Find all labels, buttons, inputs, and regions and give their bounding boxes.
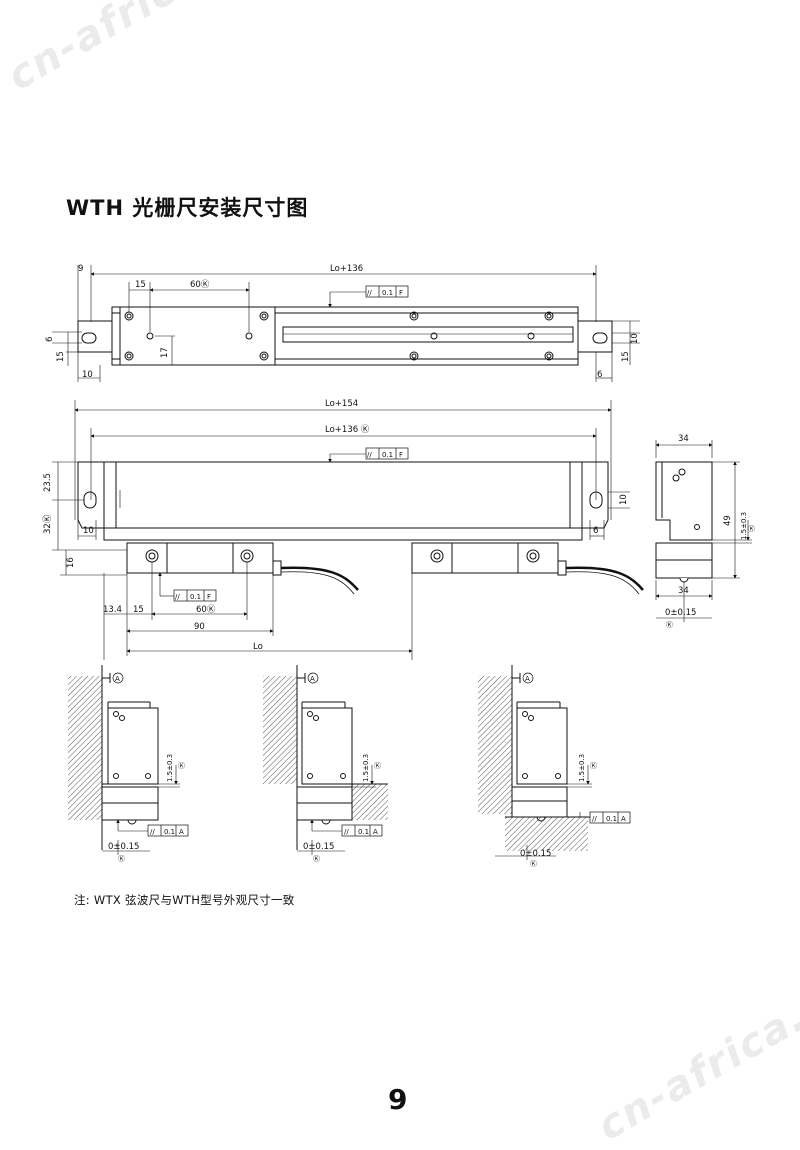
dim-label: Lo+154 bbox=[325, 399, 358, 409]
dim-label: 90 bbox=[194, 622, 205, 632]
svg-text:1.5±0.3: 1.5±0.3 bbox=[166, 754, 174, 782]
svg-text:A: A bbox=[115, 675, 120, 683]
dim-label: 9 bbox=[78, 264, 83, 274]
svg-text:0.1: 0.1 bbox=[606, 815, 617, 823]
dim-label: 17 bbox=[160, 347, 170, 358]
dim-label: 23.5 bbox=[43, 473, 53, 492]
dim-label: 60Ⓚ bbox=[190, 280, 210, 290]
svg-text:0±0.15: 0±0.15 bbox=[520, 849, 551, 859]
svg-text:Ⓚ: Ⓚ bbox=[748, 525, 755, 533]
svg-text:1.5±0.3: 1.5±0.3 bbox=[362, 754, 370, 782]
dim-label: 1.5±0.3 bbox=[740, 512, 748, 540]
top-screws bbox=[124, 311, 554, 361]
top-view bbox=[52, 265, 640, 382]
side-view-labels: 34 49 1.5±0.3 Ⓚ 34 0±0.15 Ⓚ bbox=[665, 434, 755, 629]
dim-label: 15 bbox=[135, 280, 146, 290]
svg-text:F: F bbox=[399, 289, 403, 297]
dim-label: 10 bbox=[630, 333, 640, 344]
svg-text:0.1: 0.1 bbox=[358, 828, 369, 836]
svg-text:A: A bbox=[179, 828, 184, 836]
top-view-labels: 9 Lo+136 15 60Ⓚ 6 15 17 10 6 10 15 // 0.… bbox=[45, 264, 640, 380]
svg-text://: // bbox=[175, 593, 180, 601]
dim-label: Lo+136 Ⓚ bbox=[325, 425, 370, 435]
svg-text:Ⓚ: Ⓚ bbox=[374, 762, 381, 770]
page-number: 9 bbox=[388, 1083, 408, 1116]
dim-label: 34 bbox=[678, 586, 689, 596]
svg-text:0.1: 0.1 bbox=[190, 593, 201, 601]
dim-label: 6 bbox=[45, 337, 55, 342]
mount-detail-3 bbox=[478, 665, 631, 860]
svg-text:0.1: 0.1 bbox=[164, 828, 175, 836]
svg-text:Ⓚ: Ⓚ bbox=[666, 621, 673, 629]
footnote: 注: WTX 弦波尺与WTH型号外观尺寸一致 bbox=[74, 893, 295, 907]
dim-label: 34 bbox=[678, 434, 689, 444]
svg-text:A: A bbox=[310, 675, 315, 683]
front-view-labels: Lo+154 Lo+136 Ⓚ 23.5 32Ⓚ 10 6 10 16 13.4… bbox=[43, 399, 629, 652]
svg-text:A: A bbox=[373, 828, 378, 836]
svg-text:0±0.15: 0±0.15 bbox=[108, 842, 139, 852]
dim-label: 15 bbox=[133, 605, 144, 615]
mount-detail-3-labels: A 1.5±0.3 Ⓚ // 0.1 A 0±0.15 Ⓚ bbox=[520, 672, 626, 868]
dim-label: 10 bbox=[82, 370, 93, 380]
svg-text:F: F bbox=[207, 593, 211, 601]
svg-text:0.1: 0.1 bbox=[382, 289, 393, 297]
side-view bbox=[655, 440, 752, 622]
dim-label: 10 bbox=[83, 526, 94, 536]
dim-label: 0±0.15 bbox=[665, 608, 696, 618]
dim-label: 6 bbox=[593, 526, 598, 536]
svg-text:1.5±0.3: 1.5±0.3 bbox=[578, 754, 586, 782]
svg-text:0±0.15: 0±0.15 bbox=[303, 842, 334, 852]
svg-text://: // bbox=[344, 828, 349, 836]
page-title: WTH 光栅尺安装尺寸图 bbox=[66, 196, 309, 220]
front-view bbox=[52, 400, 644, 660]
dim-label: 60Ⓚ bbox=[196, 605, 216, 615]
dim-label: 10 bbox=[619, 494, 629, 505]
dim-label: 16 bbox=[66, 557, 76, 568]
svg-text:Ⓚ: Ⓚ bbox=[530, 860, 537, 868]
svg-text://: // bbox=[367, 289, 372, 297]
svg-text:A: A bbox=[525, 675, 530, 683]
svg-text:Ⓚ: Ⓚ bbox=[118, 855, 125, 863]
dim-label: 32Ⓚ bbox=[43, 514, 53, 534]
mount-detail-1 bbox=[68, 665, 189, 855]
dim-label: 15 bbox=[621, 351, 631, 362]
svg-text:F: F bbox=[399, 451, 403, 459]
dim-label: Lo+136 bbox=[330, 264, 363, 274]
mount-detail-2-labels: A 1.5±0.3 Ⓚ // 0.1 A 0±0.15 Ⓚ bbox=[303, 672, 381, 863]
dim-label: 15 bbox=[56, 351, 66, 362]
dim-label: 49 bbox=[723, 515, 733, 526]
svg-text:Ⓚ: Ⓚ bbox=[313, 855, 320, 863]
dim-label: 6 bbox=[597, 370, 602, 380]
dim-label: 13.4 bbox=[103, 605, 122, 615]
dim-label: Lo bbox=[253, 642, 263, 652]
svg-text://: // bbox=[367, 451, 372, 459]
svg-text://: // bbox=[150, 828, 155, 836]
svg-text:Ⓚ: Ⓚ bbox=[590, 762, 597, 770]
svg-text://: // bbox=[592, 815, 597, 823]
mount-detail-1-labels: A 1.5±0.3 Ⓚ // 0.1 A 0±0.15 Ⓚ bbox=[108, 672, 185, 863]
mount-detail-2 bbox=[263, 665, 388, 855]
svg-text:Ⓚ: Ⓚ bbox=[178, 762, 185, 770]
svg-text:A: A bbox=[621, 815, 626, 823]
svg-text:0.1: 0.1 bbox=[382, 451, 393, 459]
